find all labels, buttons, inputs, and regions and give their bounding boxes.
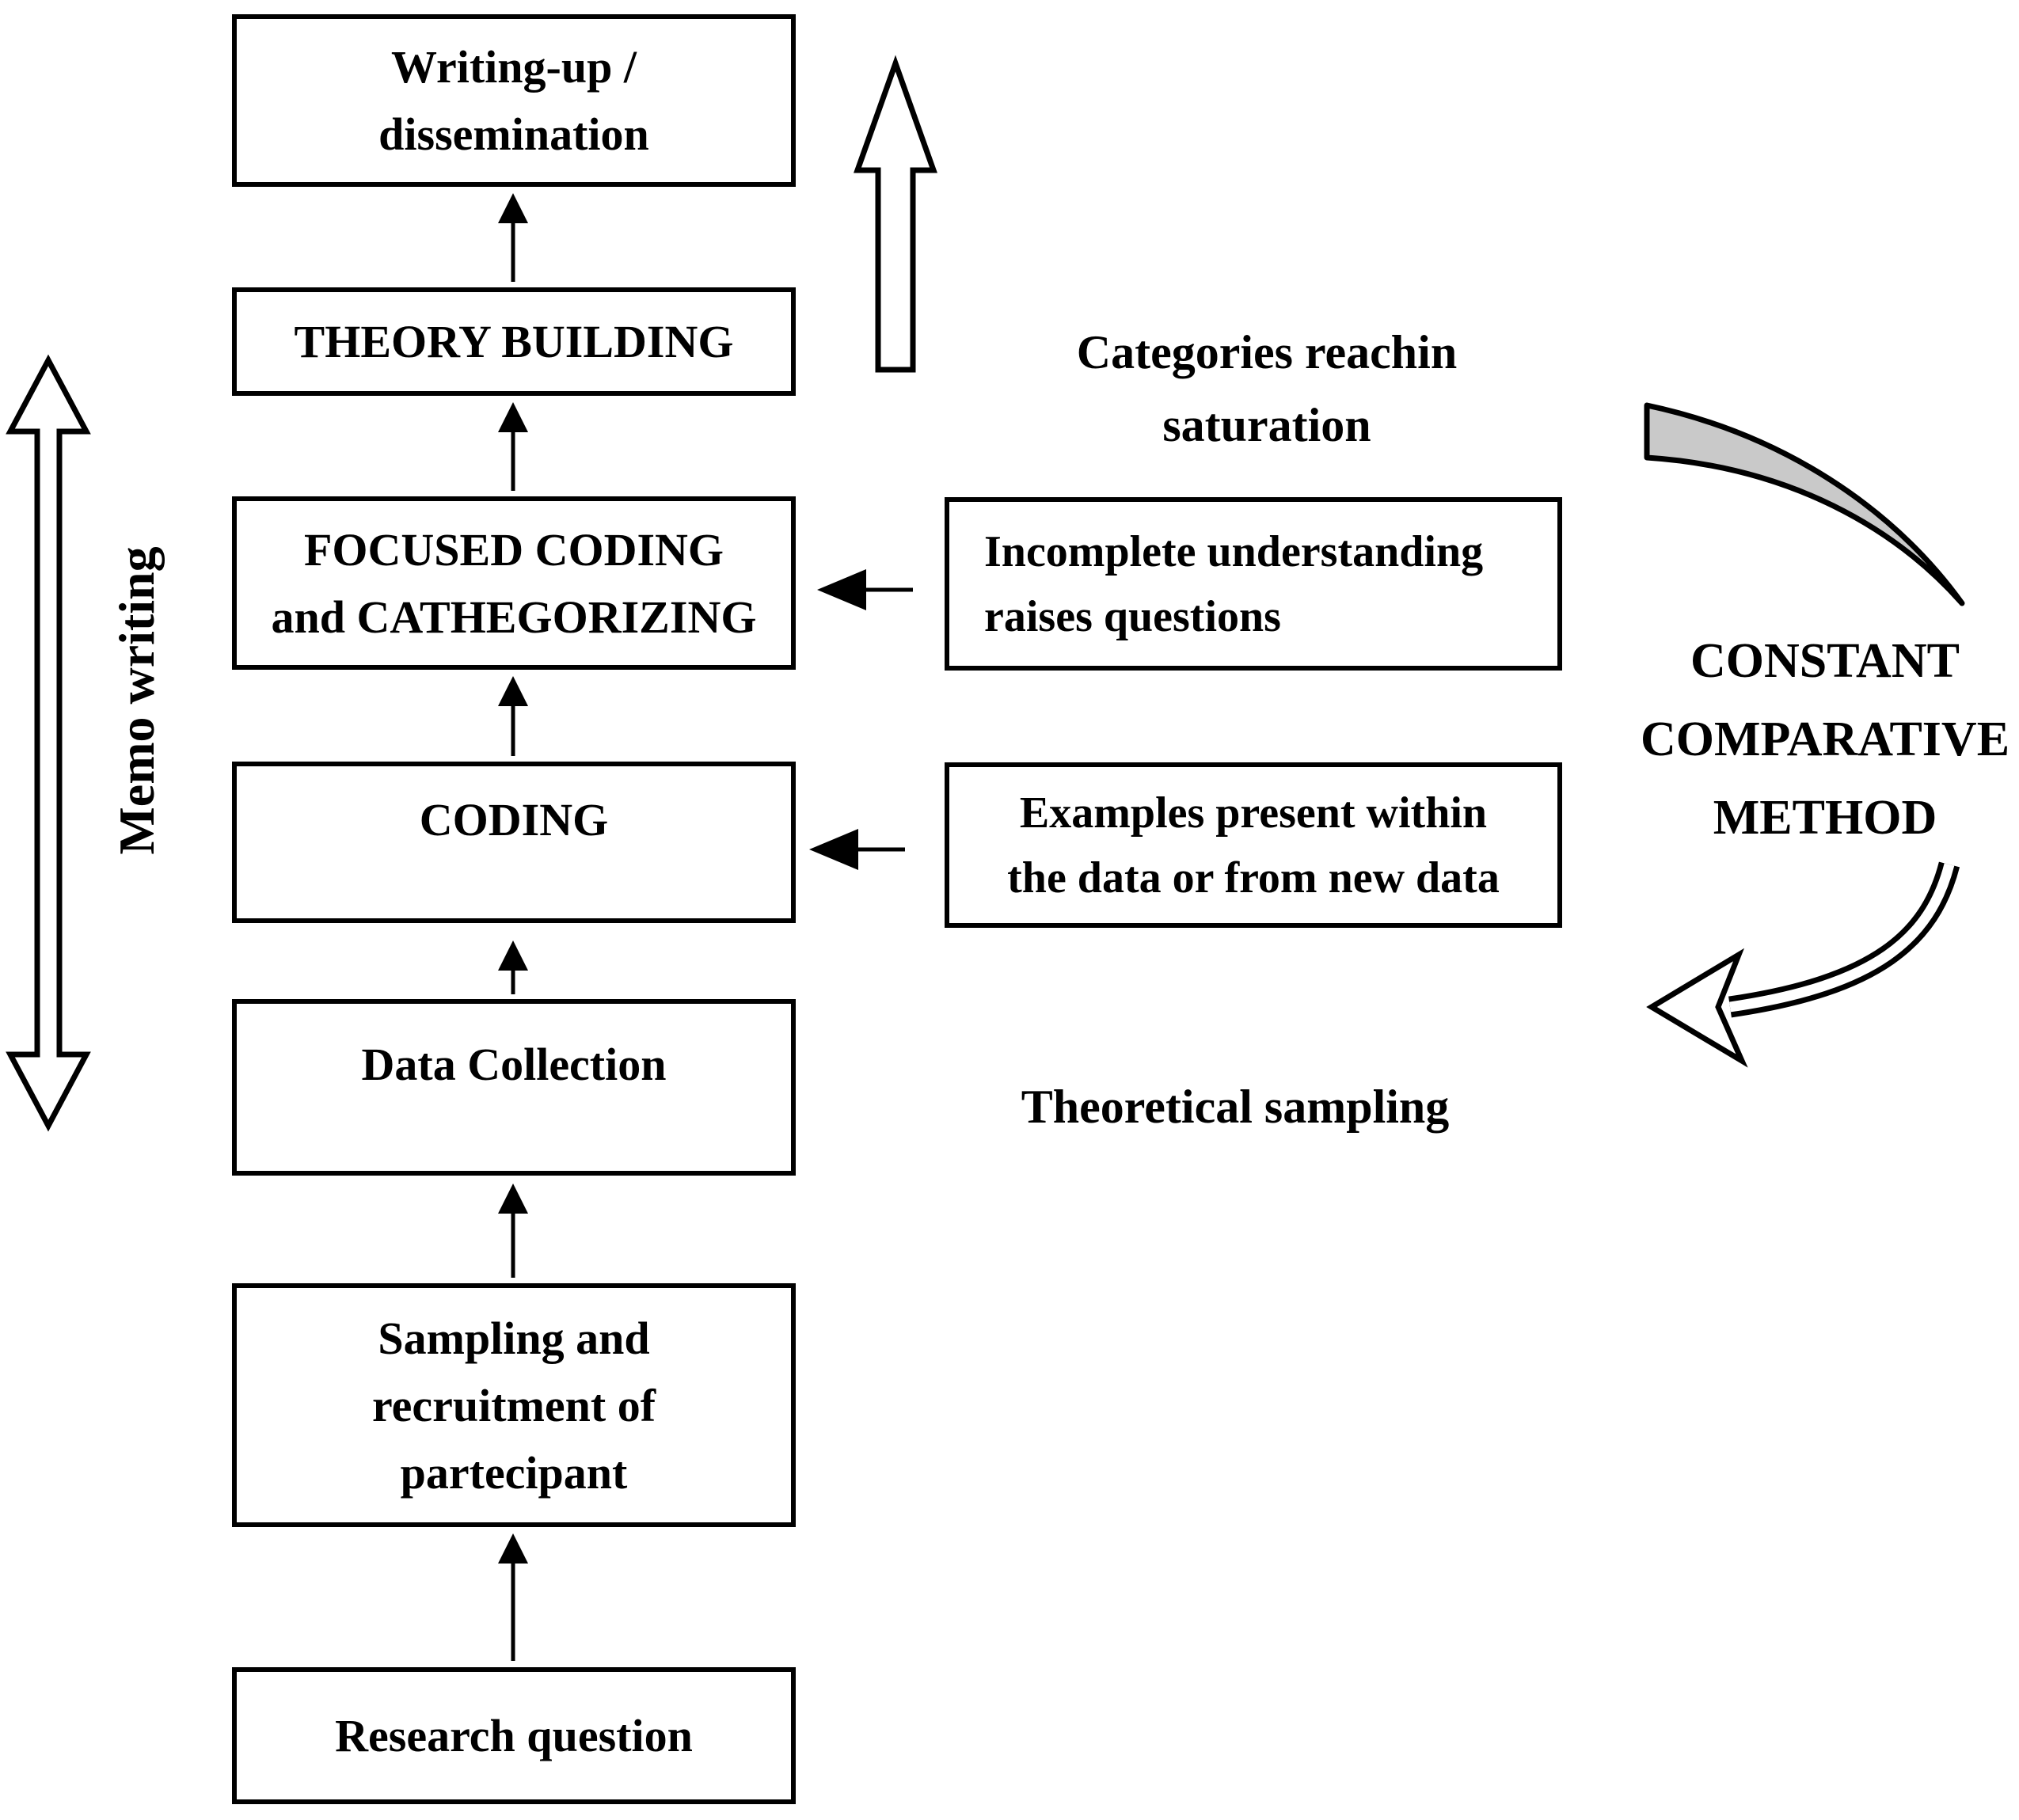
flow-up-arrow-icon [498,940,528,994]
flow-arrow-head [498,1184,528,1214]
constant-comparative-line: COMPARATIVE [1640,712,2010,766]
flow-up-arrow-icon [498,676,528,756]
flow-arrow-head [498,1533,528,1564]
flow-box-data-collection: Data Collection [232,999,796,1176]
flow-box-label-line: FOCUSED CODING [303,523,724,576]
flow-box-label-line: partecipant [400,1446,628,1499]
flow-arrow-head [498,940,528,971]
feedback-left-arrow-icon [817,569,913,610]
flow-box-theory-building: THEORY BUILDING [232,287,796,396]
saturation-up-arrow-shape [854,55,937,373]
constant-comparative-method-label: CONSTANT COMPARATIVE METHOD [1631,622,2019,857]
feedback-arrow-head [809,829,858,870]
flow-box-label-line: Sampling and [378,1312,650,1364]
cycle-return-band-fill [1729,863,1955,1013]
saturation-up-arrow-icon [854,55,937,373]
flow-box-writing-up: Writing-up / dissemination [232,14,796,187]
feedback-left-arrow-icon [809,829,905,870]
side-box-incomplete-understanding: Incomplete understanding raises question… [945,497,1562,671]
memo-writing-label: Memo writing [108,546,165,855]
flow-box-coding: CODING [232,762,796,923]
memo-double-arrow-icon [6,354,91,1132]
constant-comparative-line: CONSTANT [1690,634,1960,688]
flow-box-label-line: Writing-up / [391,41,637,93]
constant-comparative-line: METHOD [1713,791,1937,845]
theoretical-sampling-label: Theoretical sampling [958,1070,1512,1143]
flow-box-label-line: dissemination [378,108,649,160]
cycle-swoosh-icon [1644,402,1965,606]
flow-arrow-head [498,193,528,223]
flow-box-label-line: CODING [419,793,609,845]
side-box-label-line: raises questions [984,591,1281,641]
flow-up-arrow-icon [498,402,528,491]
flow-box-label-line: recruitment of [371,1379,656,1431]
side-box-examples-present: Examples present within the data or from… [945,762,1562,928]
categories-saturation-label: Categories reachin saturation [990,316,1544,462]
cycle-swoosh-shape [1644,402,1965,606]
flow-box-sampling: Sampling and recruitment of partecipant [232,1283,796,1527]
flow-box-label-line: Data Collection [361,1039,667,1090]
flow-up-arrow-icon [498,193,528,282]
flow-arrow-head [498,676,528,706]
side-box-label-line: the data or from new data [1007,853,1500,902]
theoretical-sampling-line: Theoretical sampling [1021,1081,1450,1133]
flow-box-label-line: THEORY BUILDING [294,316,734,367]
cycle-return-arrow-icon [1646,861,1960,1068]
flow-box-label-line: Research question [335,1710,693,1761]
flow-up-arrow-icon [498,1533,528,1661]
side-box-label-line: Incomplete understanding [984,526,1484,576]
side-box-label-line: Examples present within [1019,788,1488,838]
categories-saturation-line: Categories reachin [1076,326,1458,378]
flow-box-label-line: and CATHEGORIZING [271,591,757,643]
cycle-return-arrow-head [1646,948,1748,1068]
categories-saturation-line: saturation [1162,399,1371,451]
feedback-arrow-head [817,569,866,610]
flow-arrow-head [498,402,528,432]
flow-box-research-question: Research question [232,1667,796,1804]
flow-box-focused-coding: FOCUSED CODING and CATHEGORIZING [232,496,796,670]
flow-up-arrow-icon [498,1184,528,1278]
memo-double-arrow-shape [6,354,91,1132]
